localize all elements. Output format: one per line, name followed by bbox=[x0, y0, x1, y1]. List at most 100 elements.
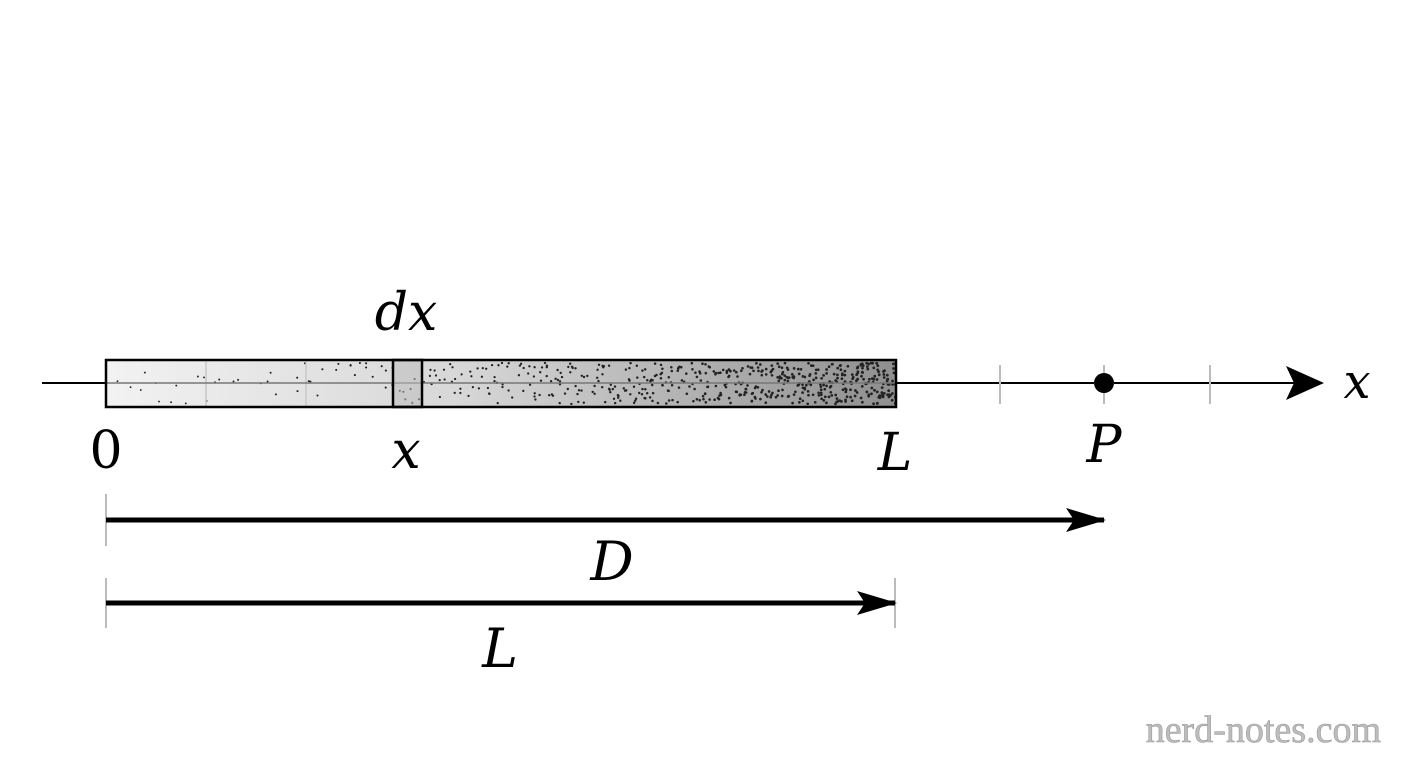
stipple-dot bbox=[582, 401, 585, 404]
stipple-dot bbox=[797, 372, 801, 376]
stipple-dot bbox=[574, 367, 577, 370]
stipple-dot bbox=[539, 379, 543, 382]
stipple-dot bbox=[266, 380, 269, 383]
stipple-dot bbox=[619, 399, 622, 402]
stipple-dot bbox=[600, 385, 604, 389]
stipple-dot bbox=[545, 364, 549, 367]
stipple-dot bbox=[624, 368, 628, 371]
stipple-dot bbox=[677, 366, 680, 370]
rod-density-stipple bbox=[116, 361, 898, 406]
stipple-dot bbox=[817, 393, 821, 397]
stipple-dot bbox=[875, 361, 879, 365]
stipple-dot bbox=[692, 399, 695, 403]
stipple-dot bbox=[770, 369, 774, 373]
stipple-dot bbox=[384, 386, 387, 389]
stipple-dot bbox=[843, 369, 847, 373]
stipple-dot bbox=[506, 365, 509, 368]
stipple-dot bbox=[814, 372, 818, 375]
stipple-dot bbox=[748, 372, 752, 376]
stipple-dot bbox=[735, 370, 738, 374]
stipple-dot bbox=[853, 394, 857, 398]
stipple-dot bbox=[771, 391, 774, 395]
stipple-dot bbox=[519, 362, 523, 365]
stipple-dot bbox=[459, 391, 462, 395]
stipple-dot bbox=[501, 383, 504, 386]
stipple-dot bbox=[877, 370, 880, 374]
stipple-dot bbox=[460, 373, 463, 376]
stipple-dot bbox=[855, 373, 858, 377]
stipple-dot bbox=[667, 399, 671, 402]
stipple-dot bbox=[321, 368, 324, 371]
stipple-dot bbox=[518, 364, 522, 367]
stipple-dot bbox=[653, 374, 657, 378]
stipple-dot bbox=[653, 362, 657, 365]
stipple-dot bbox=[865, 361, 869, 365]
stipple-dot bbox=[651, 399, 654, 403]
stipple-dot bbox=[787, 376, 791, 379]
stipple-dot bbox=[613, 401, 617, 405]
stipple-dot bbox=[760, 373, 764, 377]
stipple-dot bbox=[780, 394, 784, 398]
stipple-dot bbox=[889, 394, 892, 397]
stipple-dot bbox=[819, 385, 823, 388]
stipple-dot bbox=[845, 395, 849, 399]
stipple-dot bbox=[760, 390, 763, 394]
stipple-dot bbox=[736, 375, 739, 378]
stipple-dot bbox=[750, 399, 754, 403]
rod bbox=[104, 358, 898, 409]
stipple-dot bbox=[595, 376, 599, 380]
stipple-dot bbox=[875, 378, 879, 381]
stipple-dot bbox=[801, 383, 804, 386]
stipple-dot bbox=[744, 387, 748, 391]
stipple-dot bbox=[637, 391, 641, 395]
stipple-dot bbox=[184, 402, 187, 405]
stipple-dot bbox=[861, 400, 864, 404]
stipple-dot bbox=[650, 383, 654, 387]
stipple-dot bbox=[825, 401, 828, 405]
stipple-dot bbox=[274, 393, 277, 396]
stipple-dot bbox=[665, 402, 668, 405]
stipple-dot bbox=[719, 371, 722, 374]
stipple-dot bbox=[841, 388, 845, 392]
stipple-dot bbox=[873, 374, 877, 378]
stipple-dot bbox=[859, 396, 863, 400]
stipple-dot bbox=[761, 369, 764, 372]
stipple-dot bbox=[633, 399, 637, 402]
stipple-dot bbox=[777, 379, 781, 383]
stipple-dot bbox=[688, 385, 691, 388]
stipple-dot bbox=[741, 367, 744, 370]
stipple-dot bbox=[761, 388, 764, 392]
stipple-dot bbox=[507, 362, 510, 365]
stipple-dot bbox=[636, 376, 639, 379]
stipple-dot bbox=[365, 366, 368, 369]
stipple-dot bbox=[670, 365, 673, 369]
stipple-dot bbox=[839, 364, 842, 367]
stipple-dot bbox=[467, 394, 470, 398]
stipple-dot bbox=[139, 389, 142, 391]
stipple-dot bbox=[601, 373, 604, 376]
stipple-dot bbox=[786, 379, 790, 383]
stipple-dot bbox=[349, 364, 352, 367]
stipple-dot bbox=[685, 372, 688, 375]
stipple-dot bbox=[749, 366, 752, 369]
stipple-dot bbox=[717, 371, 720, 375]
stipple-dot bbox=[645, 391, 649, 395]
stipple-dot bbox=[854, 389, 857, 392]
stipple-dot bbox=[643, 368, 647, 371]
stipple-dot bbox=[770, 364, 774, 367]
stipple-dot bbox=[613, 385, 617, 388]
stipple-dot bbox=[799, 367, 803, 371]
stipple-dot bbox=[729, 369, 732, 373]
stipple-dot bbox=[170, 401, 173, 404]
stipple-dot bbox=[781, 388, 784, 392]
stipple-dot bbox=[868, 377, 871, 381]
stipple-dot bbox=[839, 368, 843, 372]
stipple-dot bbox=[646, 378, 649, 382]
stipple-dot bbox=[602, 364, 606, 368]
stipple-dot bbox=[876, 364, 880, 368]
stipple-dot bbox=[712, 370, 716, 373]
stipple-dot bbox=[778, 375, 782, 378]
stipple-dot bbox=[384, 369, 387, 372]
stipple-dot bbox=[540, 366, 544, 369]
stipple-dot bbox=[635, 364, 639, 368]
